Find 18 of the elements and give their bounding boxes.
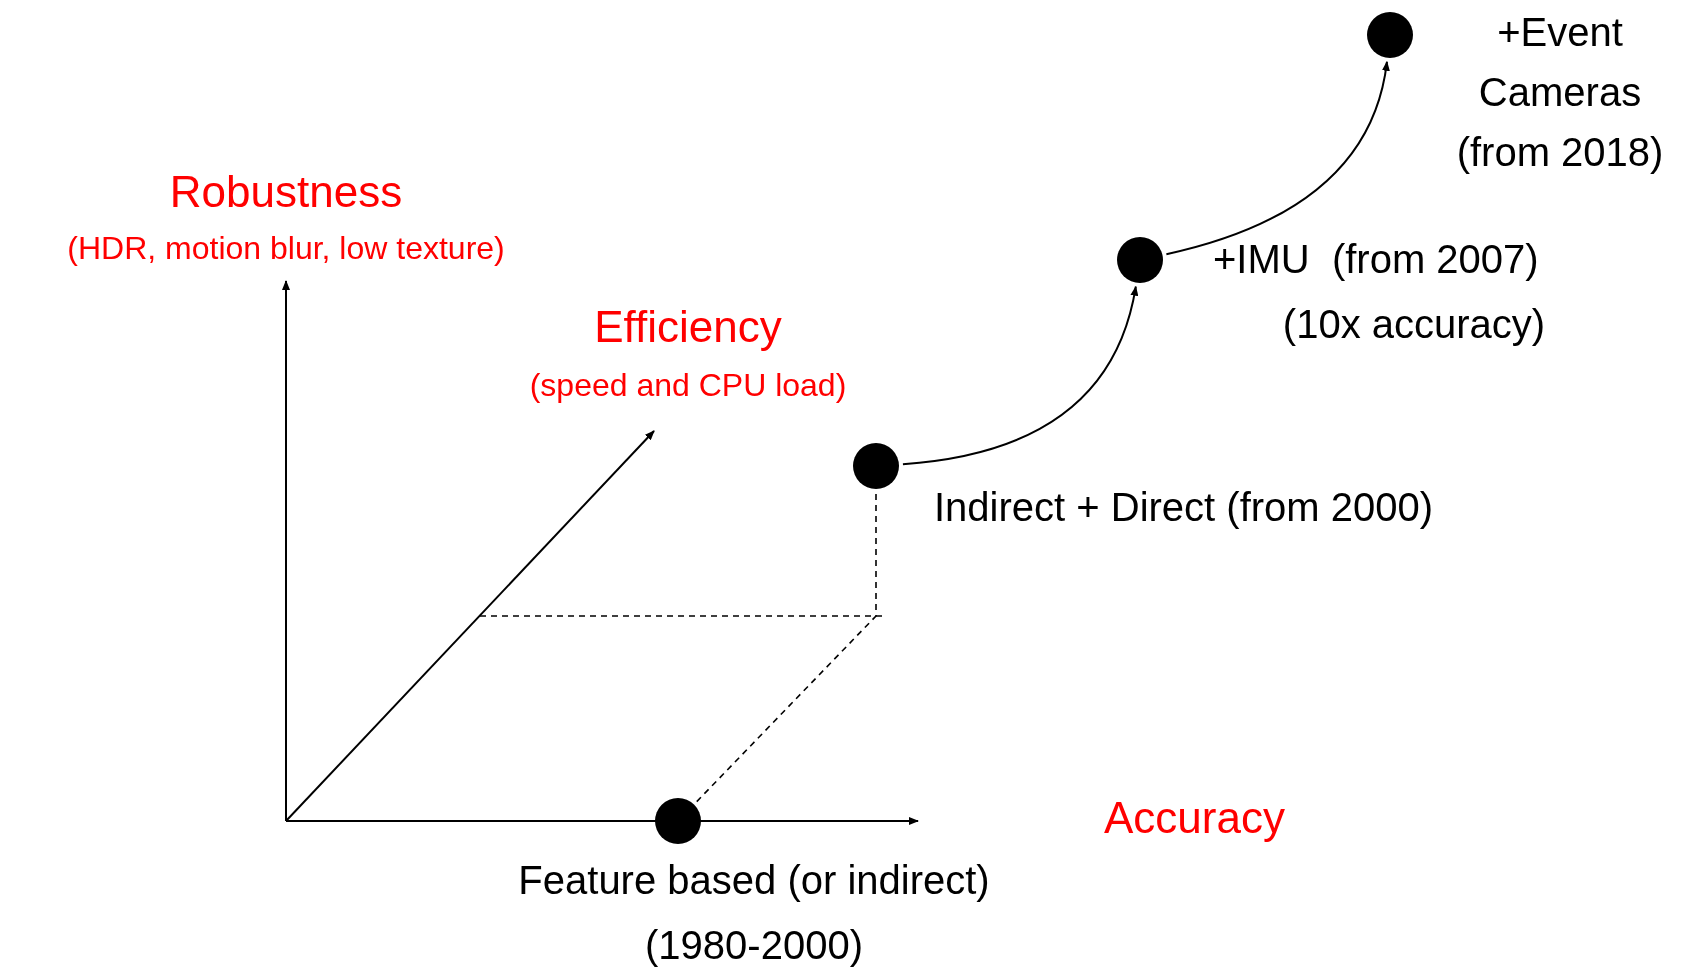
- axis-label: Robustness: [169, 166, 403, 218]
- point-label: Feature based (or indirect): [518, 857, 990, 904]
- point-label: (1980-2000): [645, 922, 863, 969]
- dot-marker: [655, 798, 701, 844]
- point-label: (10x accuracy): [1282, 301, 1546, 348]
- dot-marker: [1117, 237, 1163, 283]
- axis-label: (speed and CPU load): [529, 366, 847, 405]
- dot-marker: [853, 443, 899, 489]
- point-label: +IMU (from 2007): [1213, 236, 1539, 283]
- axis-label: (HDR, motion blur, low texture): [67, 229, 505, 268]
- projection-line: [695, 492, 877, 803]
- axis-label: Efficiency: [594, 301, 782, 353]
- curved-arrow: [901, 285, 1138, 466]
- point-label: +Event Cameras (from 2018): [1455, 9, 1665, 176]
- point-label: Indirect + Direct (from 2000): [934, 484, 1434, 531]
- curved-arrow: [1165, 60, 1390, 256]
- dot-marker: [1367, 12, 1413, 58]
- axis-label: Accuracy: [1104, 792, 1285, 844]
